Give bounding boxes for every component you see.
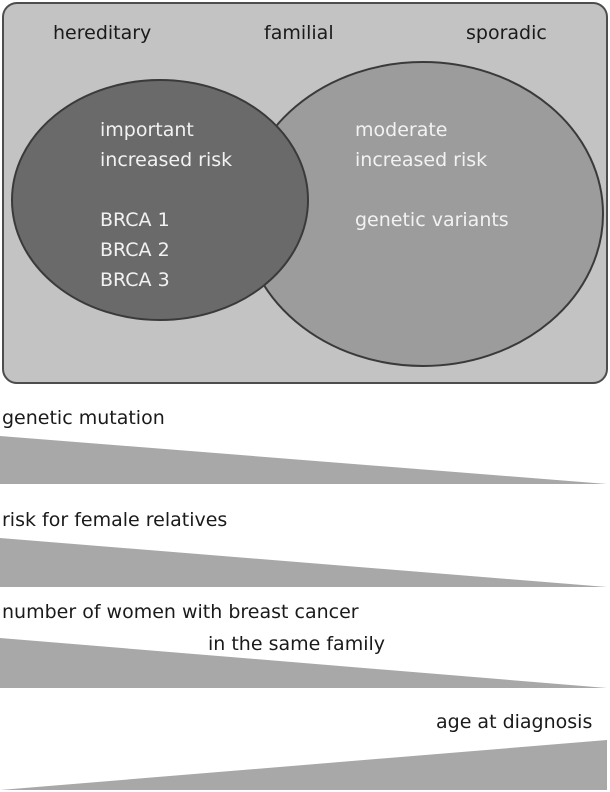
right-circle-line-moderate: moderate: [355, 119, 447, 141]
left-circle-line-increased-risk: increased risk: [100, 149, 232, 171]
gradient-wedge-risk-female-relatives: [0, 538, 607, 587]
left-circle-line-brca3: BRCA 3: [100, 269, 170, 291]
gradient-label-number-of-women-line2: in the same family: [208, 633, 385, 655]
gradient-wedge-genetic-mutation: [0, 436, 607, 484]
left-circle-line-brca2: BRCA 2: [100, 239, 170, 261]
header-familial: familial: [264, 22, 334, 44]
gradient-label-age-at-diagnosis: age at diagnosis: [436, 711, 592, 733]
left-circle-line-brca1: BRCA 1: [100, 209, 170, 231]
gradient-wedge-number-of-women: [0, 638, 607, 688]
left-circle-line-important: important: [100, 119, 194, 141]
gradient-label-genetic-mutation: genetic mutation: [2, 407, 165, 429]
left-ellipse-important-risk: [11, 79, 309, 321]
gradient-wedge-age-at-diagnosis: [0, 740, 607, 790]
header-sporadic: sporadic: [466, 22, 547, 44]
gradient-label-risk-female-relatives: risk for female relatives: [2, 509, 227, 531]
right-circle-line-genetic-variants: genetic variants: [355, 209, 509, 231]
header-hereditary: hereditary: [53, 22, 151, 44]
gradient-label-number-of-women-line1: number of women with breast cancer: [2, 601, 359, 623]
right-circle-line-increased-risk: increased risk: [355, 149, 487, 171]
